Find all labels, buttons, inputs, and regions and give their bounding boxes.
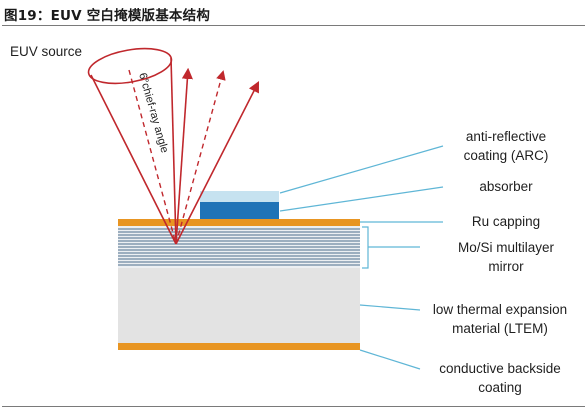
mosi-multilayer-lines (118, 228, 360, 266)
leader-absorber (279, 186, 444, 212)
label-mosi-line1: Mo/Si multilayer (457, 240, 555, 255)
euv-source-label: EUV source (10, 44, 83, 59)
label-arc: anti-reflective coating (ARC) (438, 127, 574, 165)
title-divider (2, 25, 585, 26)
reflected-beam-left (175, 67, 193, 245)
label-ru-capping: Ru capping (438, 212, 574, 231)
chief-ray-incident (128, 69, 177, 245)
label-backside-line2: coating (478, 380, 522, 395)
label-backside: conductive backside coating (414, 359, 586, 397)
figure-title: 图19：EUV 空白掩模版基本结构 (4, 8, 211, 24)
backside-coating-layer (118, 343, 360, 350)
arc-layer (200, 191, 279, 202)
leader-backside (359, 349, 421, 370)
label-ltem: low thermal expansion material (LTEM) (414, 300, 586, 338)
reflected-beam-right (175, 81, 260, 245)
label-absorber: absorber (438, 177, 574, 196)
leader-ltem (359, 304, 421, 311)
ru-capping-layer (118, 219, 360, 226)
incident-beam-left (90, 74, 177, 245)
label-absorber-line1: absorber (479, 179, 533, 194)
multilayer-bracket (362, 226, 369, 269)
absorber-layer (200, 202, 279, 219)
chief-ray-reflected (175, 70, 226, 245)
label-ltem-line2: material (LTEM) (452, 321, 548, 336)
label-arc-line1: anti-reflective (465, 129, 547, 144)
label-mosi-line2: mirror (488, 259, 524, 274)
bottom-divider (2, 406, 585, 407)
ltem-substrate (118, 268, 360, 343)
label-ru-line1: Ru capping (471, 214, 541, 229)
chief-ray-angle-label: 6°chief-ray angle (136, 72, 170, 155)
label-backside-line1: conductive backside (439, 361, 561, 376)
label-ltem-line1: low thermal expansion (432, 302, 568, 317)
euv-source-ellipse (87, 47, 173, 85)
incident-beam-right (170, 57, 177, 245)
leader-arc (279, 145, 444, 194)
label-arc-line2: coating (ARC) (463, 148, 549, 163)
label-mosi: Mo/Si multilayer mirror (424, 238, 587, 276)
